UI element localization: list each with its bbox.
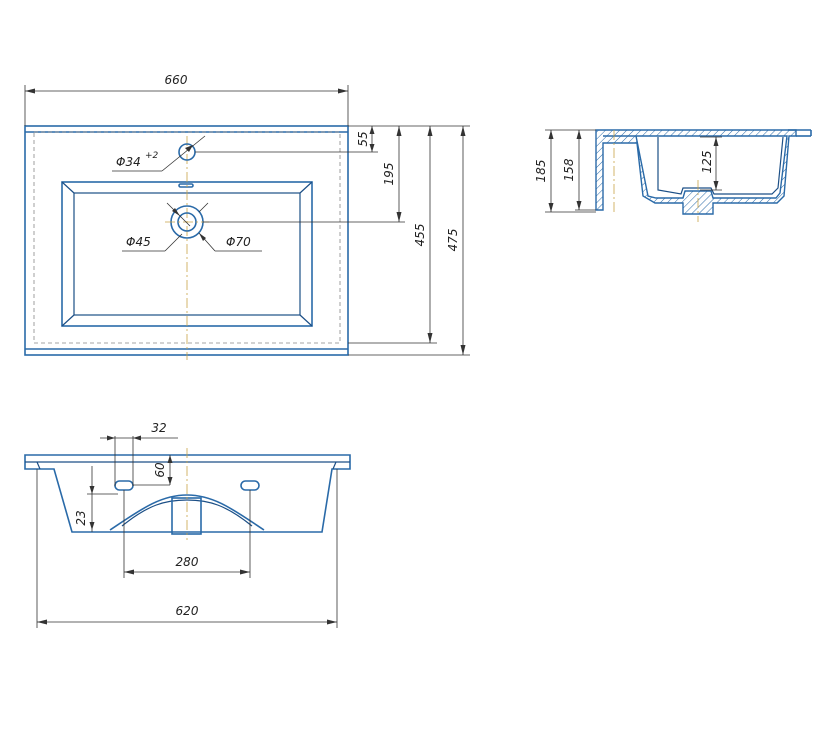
dim-spacing-280: 280 [176, 555, 199, 569]
dim-depth-475: 475 [446, 229, 460, 252]
section-wall [595, 129, 797, 215]
dim-tap-tolerance: +2 [145, 151, 159, 161]
dim-slot-height-60: 60 [153, 462, 167, 478]
dim-width-660: 660 [165, 73, 188, 87]
front-view: 32 60 23 280 620 [24, 421, 351, 628]
mount-slot-left [114, 480, 134, 491]
dim-slot-width-32: 32 [151, 421, 166, 435]
dim-bowl-depth-125: 125 [700, 151, 714, 174]
dim-width-620: 620 [176, 604, 199, 618]
dim-drain-outer: Φ70 [226, 235, 251, 249]
dim-height-185: 185 [534, 160, 548, 183]
basin-outline [24, 125, 349, 356]
side-section-view: 185 158 125 [534, 129, 812, 222]
dim-height-158: 158 [562, 158, 576, 181]
drain-pipe [171, 497, 202, 535]
front-outline [24, 454, 351, 533]
dim-drain-offset-195: 195 [382, 163, 396, 186]
mount-slot-right [240, 480, 260, 491]
dim-rim-23: 23 [74, 510, 88, 525]
dim-drain-inner: Φ45 [126, 235, 151, 249]
dim-depth-455: 455 [413, 224, 427, 247]
dim-tap-diameter: Φ34 [116, 155, 141, 169]
dim-tap-offset-55: 55 [356, 131, 370, 146]
top-view: 660 55 195 455 475 Φ34 +2 [24, 73, 470, 360]
